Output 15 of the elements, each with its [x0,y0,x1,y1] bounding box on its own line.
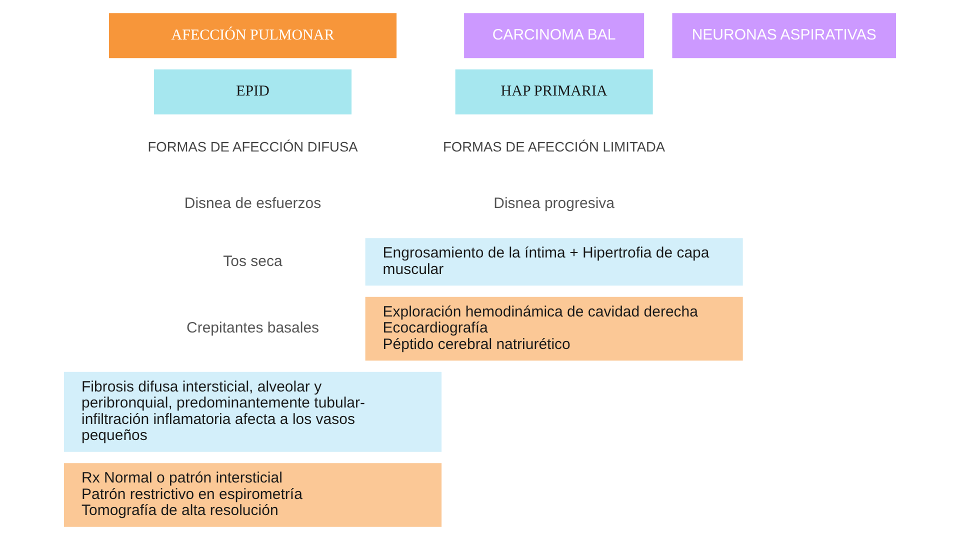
node-box: NEURONAS ASPIRATIVAS [672,13,896,58]
node-box: AFECCIÓN PULMONAR [109,13,397,58]
label: Disnea de esfuerzos [184,195,322,212]
node-box: Rx Normal o patrón intersticial Patrón restrictivo en espirometría Tomografía de alta resolución [64,463,442,527]
label: Crepitantes basales [186,320,320,337]
label: Disnea progresiva [494,195,615,212]
node-box: EPID [154,69,352,114]
label: Tos seca [223,252,282,270]
node-box: Fibrosis difusa intersticial, alveolar y peribronquial, predominantemente tubular- infiltración inflamatoria afecta a los vasos pequeños [64,372,442,452]
node-box: HAP PRIMARIA [455,69,653,114]
label: FORMAS DE AFECCIÓN LIMITADA [443,140,666,155]
label: FORMAS DE AFECCIÓN DIFUSA [148,140,358,155]
node-box: Engrosamiento de la íntima + Hipertrofia de capa muscular [365,238,743,286]
node-box: Exploración hemodinámica de cavidad derecha Ecocardiografía Péptido cerebral natriurético [365,296,743,361]
node-box: CARCINOMA BAL [464,13,644,58]
